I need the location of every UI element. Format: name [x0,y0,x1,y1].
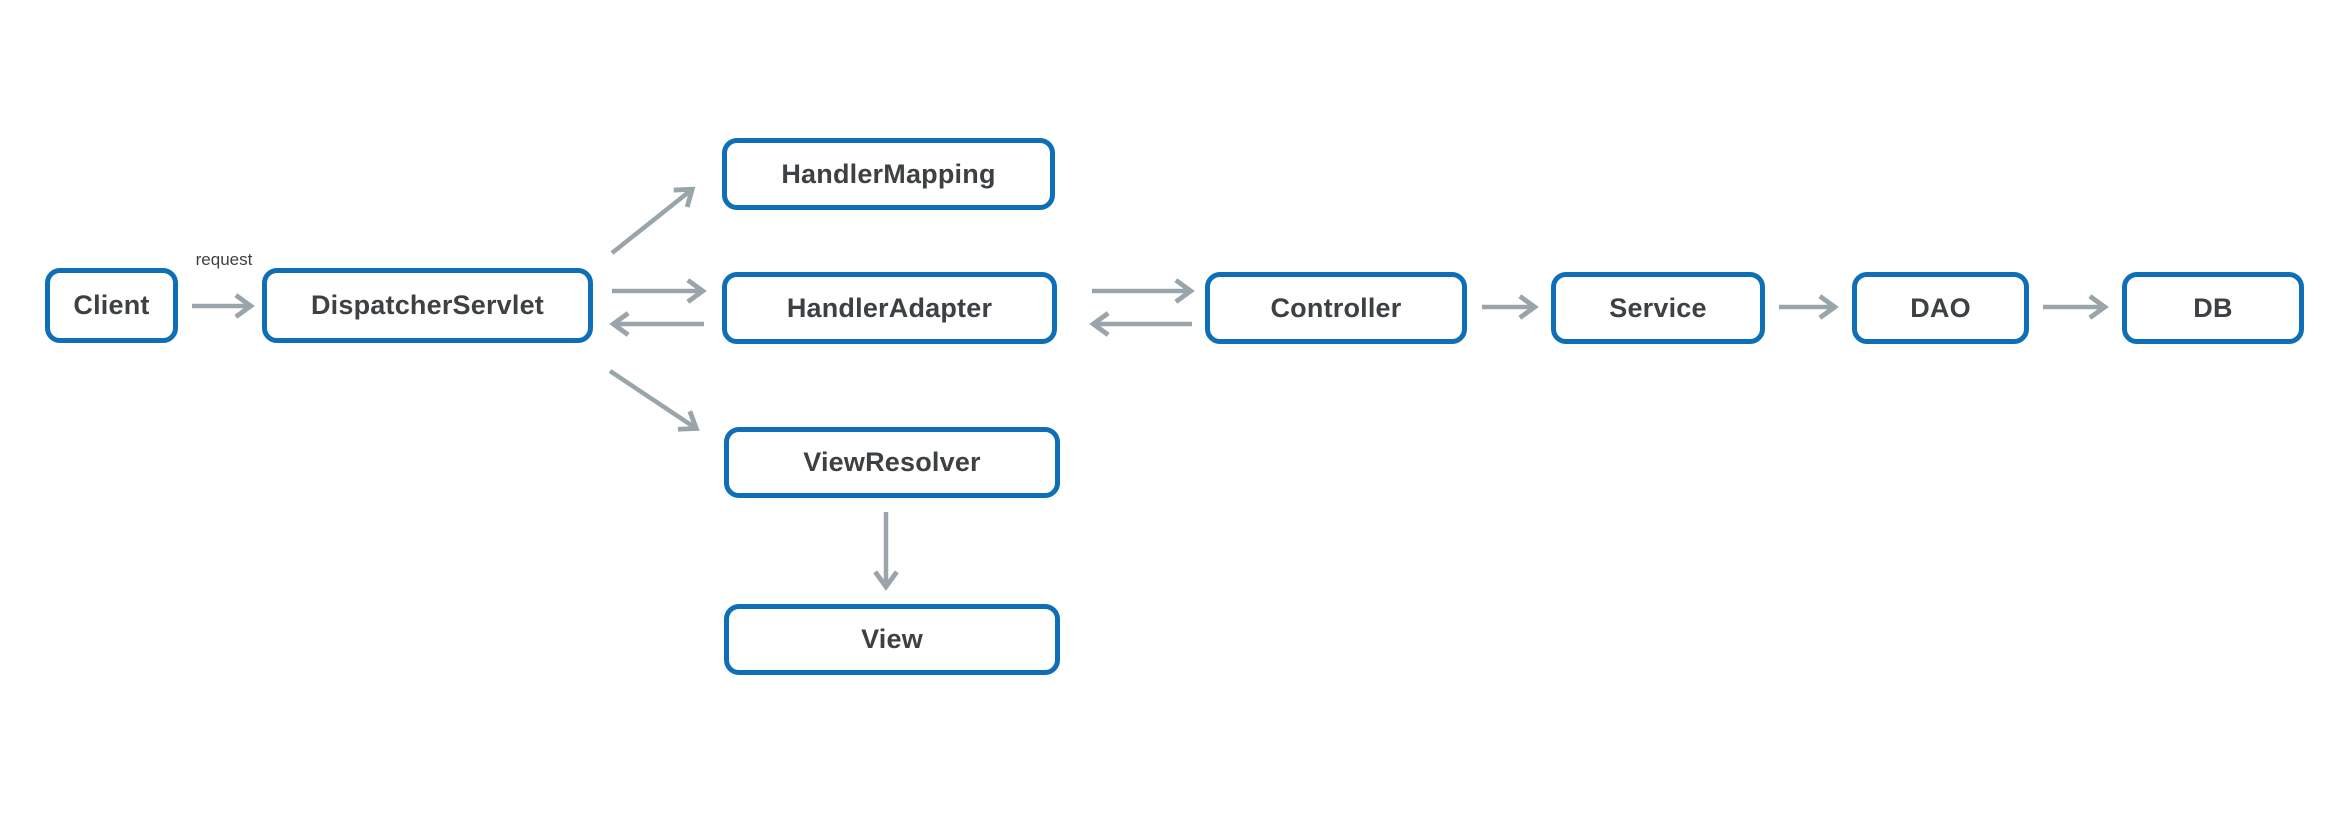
node-dao-label: DAO [1910,292,1971,323]
node-service: Service [1551,272,1765,344]
node-service-label: Service [1609,292,1707,323]
node-client: Client [45,268,178,343]
node-db-label: DB [2193,292,2233,323]
node-view-label: View [861,624,923,654]
node-controller-label: Controller [1270,292,1402,323]
node-view-resolver: ViewResolver [724,427,1060,498]
arrow-dispatcherservlet-to-viewresolver [608,369,700,432]
node-view-resolver-label: ViewResolver [803,447,981,477]
node-dispatcher-servlet: DispatcherServlet [262,268,593,343]
node-dao: DAO [1852,272,2029,344]
node-handler-mapping: HandlerMapping [722,138,1055,210]
node-db: DB [2122,272,2304,344]
node-handler-adapter: HandlerAdapter [722,272,1057,344]
node-handler-adapter-label: HandlerAdapter [786,292,993,323]
arrow-dispatcherservlet-to-handlermapping [610,186,696,255]
edge-label-request: request [195,250,253,269]
node-view: View [724,604,1060,675]
node-client-label: Client [73,290,150,320]
node-controller: Controller [1205,272,1467,344]
node-dispatcher-servlet-label: DispatcherServlet [310,290,544,320]
node-handler-mapping-label: HandlerMapping [781,158,996,189]
